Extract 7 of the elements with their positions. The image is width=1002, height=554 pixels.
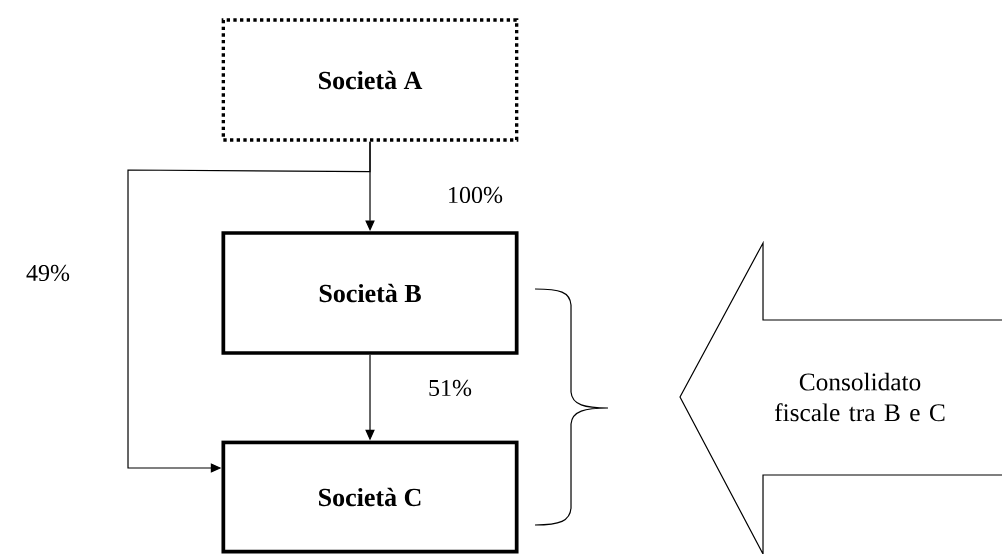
arrow [127, 141, 371, 473]
edge-label: 49% [26, 264, 70, 282]
company-box: Società C [221, 440, 519, 554]
edge-label: 100% [449, 186, 503, 204]
company-box: Società A [221, 18, 519, 142]
company-box: Società B [221, 231, 519, 355]
edge-label: 51% [429, 379, 472, 397]
